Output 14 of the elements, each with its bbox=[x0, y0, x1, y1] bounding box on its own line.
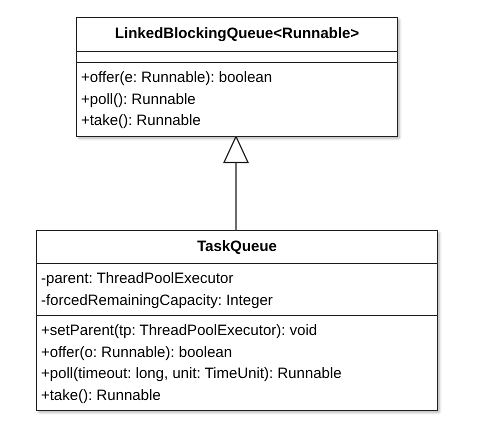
method-text: +take(): Runnable bbox=[41, 386, 161, 406]
class-box bbox=[76, 17, 398, 136]
attribute-text: -parent: ThreadPoolExecutor bbox=[41, 269, 234, 289]
class-name: LinkedBlockingQueue<Runnable> bbox=[114, 24, 360, 44]
inheritance-arrow bbox=[223, 136, 249, 230]
method-text: +setParent(tp: ThreadPoolExecutor): void bbox=[41, 321, 318, 341]
method-text: +offer(o: Runnable): boolean bbox=[41, 342, 232, 362]
attribute-text: -forcedRemainingCapacity: Integer bbox=[41, 290, 273, 310]
method-text: +poll(timeout: long, unit: TimeUnit): Runnable bbox=[41, 364, 342, 384]
method-text: +take(): Runnable bbox=[81, 111, 201, 131]
class-name: TaskQueue bbox=[197, 236, 277, 257]
class-box bbox=[36, 230, 438, 411]
method-text: +poll(): Runnable bbox=[81, 90, 196, 110]
method-text: +offer(e: Runnable): boolean bbox=[81, 68, 272, 88]
